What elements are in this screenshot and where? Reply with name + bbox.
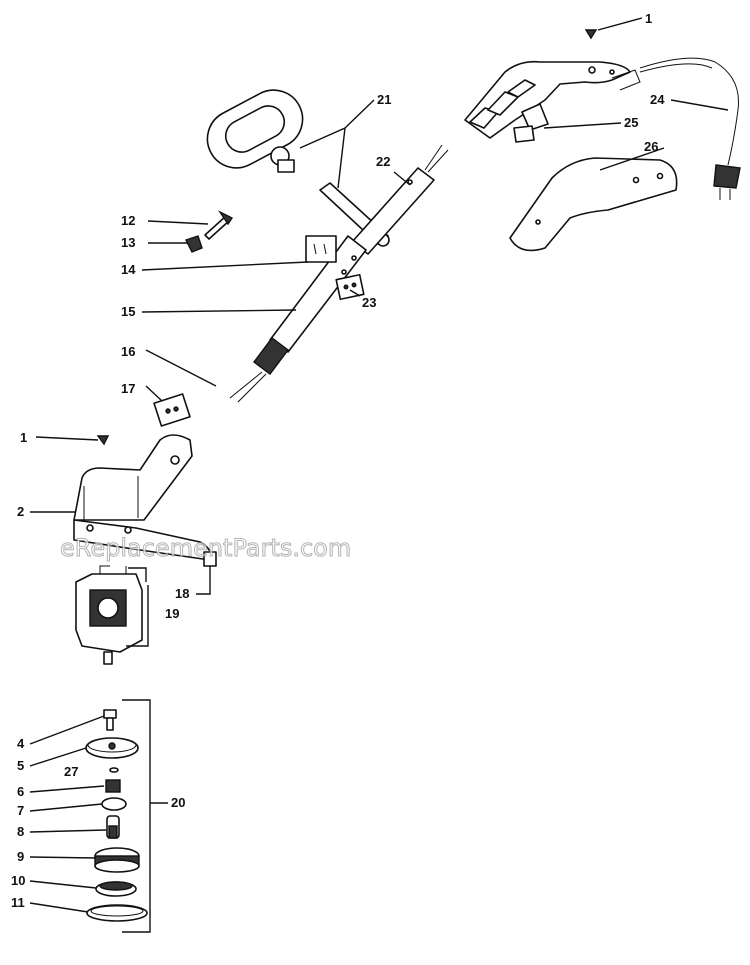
callout-13: 13 xyxy=(121,235,135,250)
callout-8: 8 xyxy=(17,824,24,839)
callout-25: 25 xyxy=(624,115,638,130)
spool xyxy=(94,847,140,873)
callout-11: 11 xyxy=(11,895,25,910)
wing-nut xyxy=(185,235,203,253)
bump-knob xyxy=(86,904,148,922)
callout-21: 21 xyxy=(377,92,391,107)
callout-19: 19 xyxy=(165,606,179,621)
bracket-19 xyxy=(126,567,149,647)
cord-and-plug xyxy=(639,57,741,200)
spool-bolt xyxy=(103,709,117,731)
bracket-20 xyxy=(122,699,168,933)
callout-20: 20 xyxy=(171,795,185,810)
callout-24: 24 xyxy=(650,92,665,107)
spool-cap xyxy=(85,737,139,759)
washer-27 xyxy=(109,767,119,773)
callout-4: 4 xyxy=(17,736,25,751)
callout-7: 7 xyxy=(17,803,24,818)
callout-10: 10 xyxy=(11,873,25,888)
callout-23: 23 xyxy=(362,295,376,310)
callout-1-top: 1 xyxy=(645,11,652,26)
motor-housing xyxy=(73,434,217,567)
callout-16: 16 xyxy=(121,344,135,359)
bolt xyxy=(204,210,234,240)
callout-22: 22 xyxy=(376,154,390,169)
shaft xyxy=(106,815,120,839)
callouts: 1 21 24 25 22 26 12 13 14 23 15 16 17 1 … xyxy=(11,11,665,910)
leader-lines xyxy=(29,17,729,913)
decal-17 xyxy=(153,393,191,427)
handle-half xyxy=(509,157,678,252)
callout-12: 12 xyxy=(121,213,135,228)
callout-1-left: 1 xyxy=(20,430,27,445)
screw-top xyxy=(584,29,598,40)
lower-tube xyxy=(253,235,367,375)
callout-26: 26 xyxy=(644,139,658,154)
label-23 xyxy=(335,273,365,301)
handle-housing xyxy=(464,60,641,139)
spring xyxy=(105,779,121,793)
upper-tube xyxy=(351,144,449,255)
callout-14: 14 xyxy=(121,262,136,277)
callout-5: 5 xyxy=(17,758,24,773)
switch xyxy=(513,103,549,143)
watermark: eReplacementParts.com xyxy=(60,534,351,562)
callout-9: 9 xyxy=(17,849,24,864)
callout-17: 17 xyxy=(121,381,135,396)
callout-2: 2 xyxy=(17,504,24,519)
callout-15: 15 xyxy=(121,304,135,319)
callout-6: 6 xyxy=(17,784,24,799)
label-14 xyxy=(305,235,337,263)
wires xyxy=(229,371,267,403)
callout-27: 27 xyxy=(64,764,78,779)
motor xyxy=(75,565,143,665)
screw-left xyxy=(96,435,110,446)
callout-18: 18 xyxy=(175,586,189,601)
retainer xyxy=(101,797,127,811)
spool-housing xyxy=(95,881,137,897)
